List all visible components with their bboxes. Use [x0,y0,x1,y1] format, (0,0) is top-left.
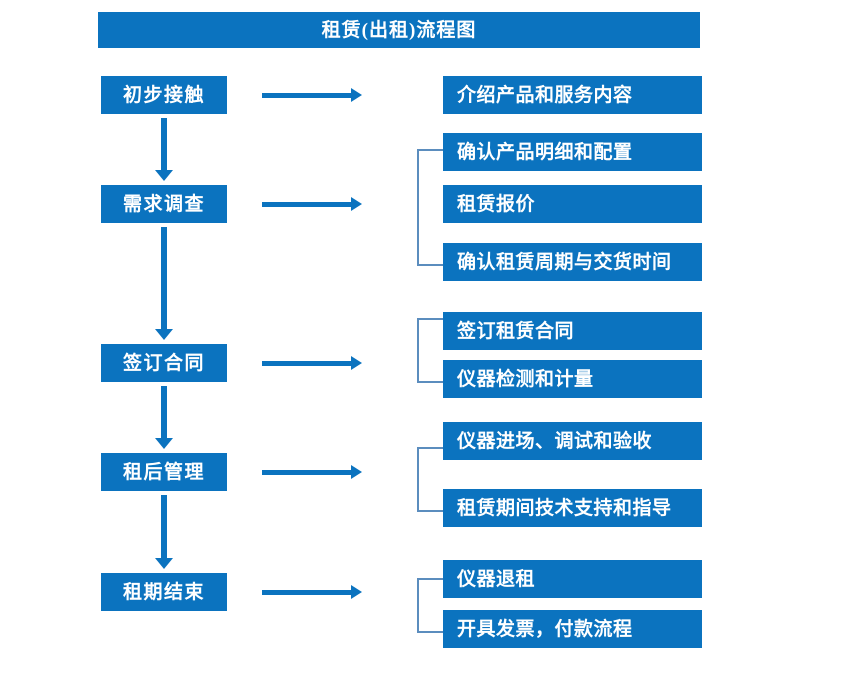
arrow-head [155,438,173,449]
detail-box-invoice-payment[interactable]: 开具发票，付款流程 [443,610,702,648]
detail-box-technical-support[interactable]: 租赁期间技术支持和指导 [443,489,702,527]
arrow-head [351,197,362,211]
arrow-head [351,88,362,102]
arrow-head [155,558,173,569]
horizontal-arrow-lease-end [262,585,362,599]
arrow-shaft [161,495,167,558]
detail-box-instrument-inspection[interactable]: 仪器检测和计量 [443,360,702,398]
bracket-demand-survey-group [417,149,443,266]
stage-box-demand-survey[interactable]: 需求调查 [101,185,227,223]
vertical-arrow-management-to-end [155,495,173,569]
vertical-arrow-survey-to-contract [155,227,173,340]
detail-box-confirm-period-delivery[interactable]: 确认租赁周期与交货时间 [443,243,702,281]
arrow-shaft [161,386,167,438]
horizontal-arrow-sign-contract [262,356,362,370]
bracket-post-rental-group [417,447,443,512]
arrow-shaft [262,93,351,98]
arrow-shaft [262,470,351,475]
detail-box-confirm-product-spec[interactable]: 确认产品明细和配置 [443,133,702,171]
vertical-arrow-contract-to-management [155,386,173,449]
arrow-shaft [262,361,351,366]
arrow-shaft [262,590,351,595]
detail-box-rental-quotation[interactable]: 租赁报价 [443,185,702,223]
horizontal-arrow-demand-survey [262,197,362,211]
arrow-shaft [161,227,167,329]
stage-box-sign-contract[interactable]: 签订合同 [101,344,227,382]
detail-box-instrument-return[interactable]: 仪器退租 [443,560,702,598]
stage-box-lease-end[interactable]: 租期结束 [101,573,227,611]
arrow-head [155,329,173,340]
arrow-head [155,170,173,181]
stage-box-post-rental-management[interactable]: 租后管理 [101,453,227,491]
arrow-shaft [161,118,167,170]
detail-box-instrument-entry-commissioning[interactable]: 仪器进场、调试和验收 [443,422,702,460]
bracket-lease-end-group [417,578,443,633]
horizontal-arrow-post-rental [262,465,362,479]
detail-box-sign-rental-contract[interactable]: 签订租赁合同 [443,312,702,350]
arrow-shaft [262,202,351,207]
detail-box-introduce-products[interactable]: 介绍产品和服务内容 [443,76,702,114]
horizontal-arrow-initial-contact [262,88,362,102]
arrow-head [351,465,362,479]
arrow-head [351,585,362,599]
arrow-head [351,356,362,370]
bracket-sign-contract-group [417,318,443,383]
vertical-arrow-initial-to-survey [155,118,173,181]
stage-box-initial-contact[interactable]: 初步接触 [101,76,227,114]
chart-title-banner: 租赁(出租)流程图 [98,12,700,48]
